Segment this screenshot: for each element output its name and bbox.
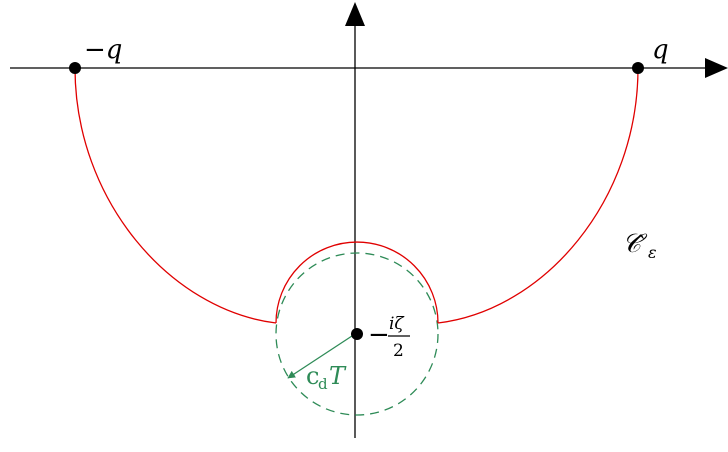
contour-right-arc — [437, 67, 639, 324]
label-radius-c: c — [306, 362, 319, 390]
point-q — [632, 62, 644, 74]
label-contour: 𝒞̂ — [622, 229, 648, 259]
label-center-numerator: iζ — [389, 314, 405, 334]
imaginary-axis-arrowhead — [345, 2, 365, 26]
label-center-minus: − — [368, 320, 390, 350]
label-contour-subscript: ε — [648, 243, 657, 262]
contour-left-arc — [74, 67, 277, 324]
point-minus-q — [69, 62, 81, 74]
radius-arrow — [287, 333, 356, 379]
dashed-circle — [275, 252, 439, 416]
label-radius-sub: d — [318, 375, 328, 393]
label-minus-q: −q — [84, 35, 122, 65]
label-q: q — [652, 35, 669, 65]
point-center — [351, 328, 363, 340]
label-radius-T: T — [329, 362, 347, 390]
label-center-denominator: 2 — [393, 341, 404, 361]
contour-top-arc — [275, 241, 439, 324]
real-axis-arrowhead — [705, 58, 728, 78]
